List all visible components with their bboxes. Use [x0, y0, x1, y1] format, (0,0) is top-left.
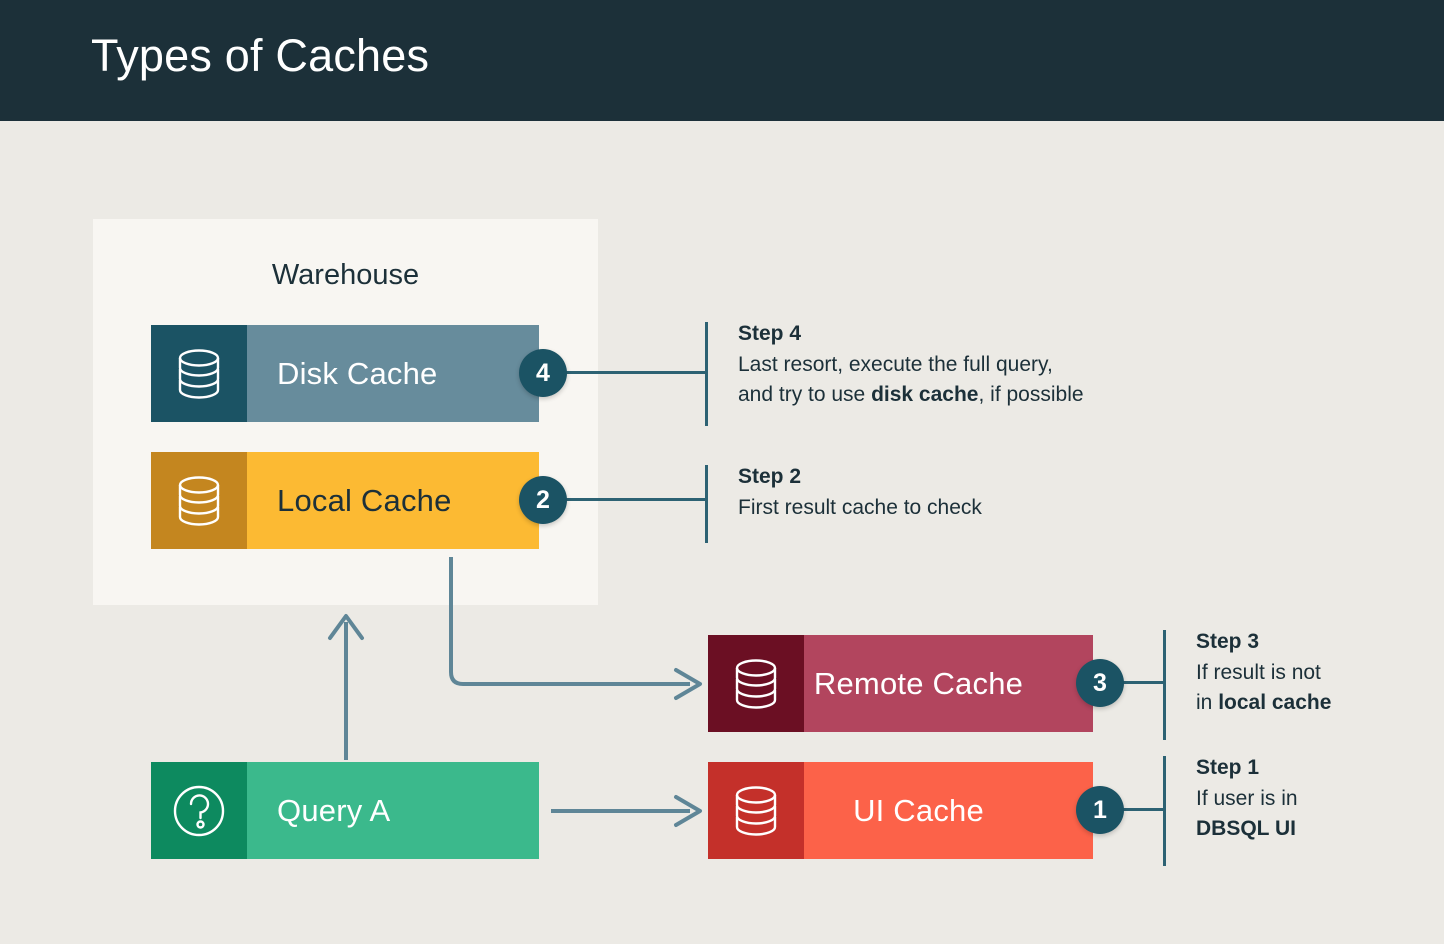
step-body: First result cache to check	[738, 493, 1158, 523]
step-line-1: First result cache to check	[738, 496, 982, 519]
step-note-2: Step 2 First result cache to check	[705, 465, 1158, 543]
step-badge-1[interactable]: 1	[1076, 786, 1124, 834]
node-remote-cache[interactable]: Remote Cache	[708, 635, 1093, 732]
node-label: UI Cache	[853, 792, 984, 828]
node-label: Local Cache	[277, 482, 452, 518]
step-title: Step 3	[1196, 630, 1260, 653]
step-line-2-pre: in	[1196, 690, 1219, 714]
step-line-1: If result is not	[1196, 661, 1321, 684]
step-badge-3[interactable]: 3	[1076, 659, 1124, 707]
step-line-2-pre: and try to use	[738, 382, 872, 406]
database-icon	[151, 325, 247, 422]
arrow-query-to-warehouse	[328, 614, 364, 760]
step-body: If result is not in local cache	[1196, 658, 1444, 718]
database-icon	[151, 452, 247, 549]
node-label: Remote Cache	[813, 665, 1024, 701]
warehouse-label: Warehouse	[271, 259, 420, 291]
step-body: If user is in DBSQL UI	[1196, 784, 1444, 844]
step-badge-2[interactable]: 2	[519, 476, 567, 524]
node-query-a[interactable]: Query A	[151, 762, 539, 859]
arrow-query-to-ui-cache	[551, 795, 702, 827]
step-title: Step 1	[1196, 756, 1260, 779]
node-label: Query A	[277, 792, 391, 828]
node-disk-cache[interactable]: Disk Cache	[151, 325, 539, 422]
step-note-3: Step 3 If result is not in local cache	[1163, 630, 1444, 740]
step-title: Step 4	[738, 322, 802, 345]
leader-line-step-1	[1122, 808, 1165, 811]
step-line-2-post: , if possible	[978, 382, 1084, 406]
step-body: Last resort, execute the full query, and…	[738, 350, 1258, 410]
step-line-2-bold: local cache	[1218, 690, 1332, 714]
step-line-2-bold: DBSQL UI	[1196, 816, 1296, 840]
step-note-1: Step 1 If user is in DBSQL UI	[1163, 756, 1444, 866]
step-line-1: Last resort, execute the full query,	[738, 353, 1053, 376]
step-title: Step 2	[738, 465, 802, 488]
question-circle-icon	[151, 762, 247, 859]
header-bar	[0, 0, 1444, 121]
page-title: Types of Caches	[91, 30, 430, 81]
leader-line-step-3	[1122, 681, 1165, 684]
step-badge-4[interactable]: 4	[519, 349, 567, 397]
database-icon	[708, 762, 804, 859]
node-ui-cache[interactable]: UI Cache	[708, 762, 1093, 859]
step-note-4: Step 4 Last resort, execute the full que…	[705, 322, 1258, 426]
database-icon	[708, 635, 804, 732]
leader-line-step-2	[565, 498, 707, 501]
node-local-cache[interactable]: Local Cache	[151, 452, 539, 549]
step-line-1: If user is in	[1196, 787, 1298, 810]
node-label: Disk Cache	[277, 355, 438, 391]
leader-line-step-4	[565, 371, 707, 374]
step-line-2-bold: disk cache	[871, 382, 979, 406]
